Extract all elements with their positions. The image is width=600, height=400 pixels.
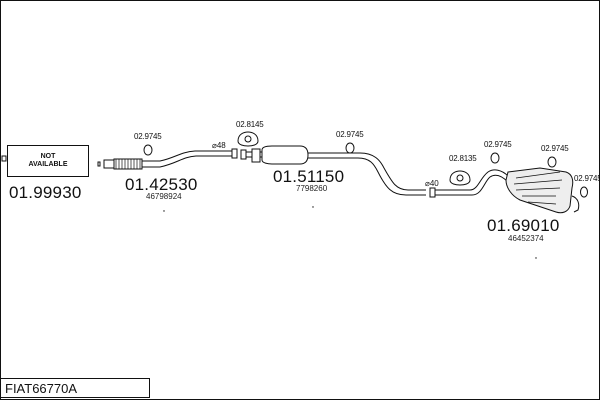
- clip-label-3[interactable]: 02.9745: [336, 130, 364, 139]
- clip-label-4[interactable]: 02.8135: [449, 154, 477, 163]
- clip-shape-5: [490, 152, 500, 164]
- part-number-3[interactable]: 01.51150: [273, 167, 345, 186]
- front-pipe: [97, 150, 232, 170]
- clip-shape-3: [345, 142, 355, 154]
- rear-pipe: [429, 167, 580, 214]
- reference-box: FIAT66770A: [0, 378, 150, 398]
- not-available-box: NOT AVAILABLE: [7, 145, 89, 177]
- oem-number-3: 7798260: [296, 184, 328, 193]
- clip-shape-6: [547, 156, 557, 168]
- clip-shape-7: [580, 186, 588, 198]
- front-pipe-flange: [231, 148, 238, 159]
- marker-dot: [163, 210, 165, 212]
- clip-shape-4: [449, 170, 471, 186]
- connector-marker: [1, 155, 7, 162]
- clip-label-7[interactable]: 02.9745: [574, 174, 600, 183]
- part-number-1[interactable]: 01.99930: [9, 183, 82, 202]
- clip-label-2[interactable]: 02.8145: [236, 120, 264, 129]
- clip-label-1[interactable]: 02.9745: [134, 132, 162, 141]
- oem-number-2: 46798924: [146, 192, 182, 201]
- marker-dot: [312, 206, 314, 208]
- part-number-2[interactable]: 01.42530: [125, 175, 198, 194]
- clip-shape-1: [143, 144, 153, 156]
- diameter-label-2: ⌀40: [425, 179, 439, 188]
- oem-number-4: 46452374: [508, 234, 544, 243]
- middle-pipe: [240, 145, 426, 196]
- part-number-4[interactable]: 01.69010: [487, 216, 560, 235]
- clip-label-5[interactable]: 02.9745: [484, 140, 512, 149]
- not-available-line2: AVAILABLE: [28, 161, 68, 168]
- reference-code: FIAT66770A: [5, 380, 78, 396]
- not-available-line1: NOT: [40, 152, 56, 160]
- marker-dot: [535, 257, 537, 259]
- clip-label-6[interactable]: 02.9745: [541, 144, 569, 153]
- diameter-label-1: ⌀48: [212, 141, 226, 150]
- clip-shape-2: [237, 131, 259, 147]
